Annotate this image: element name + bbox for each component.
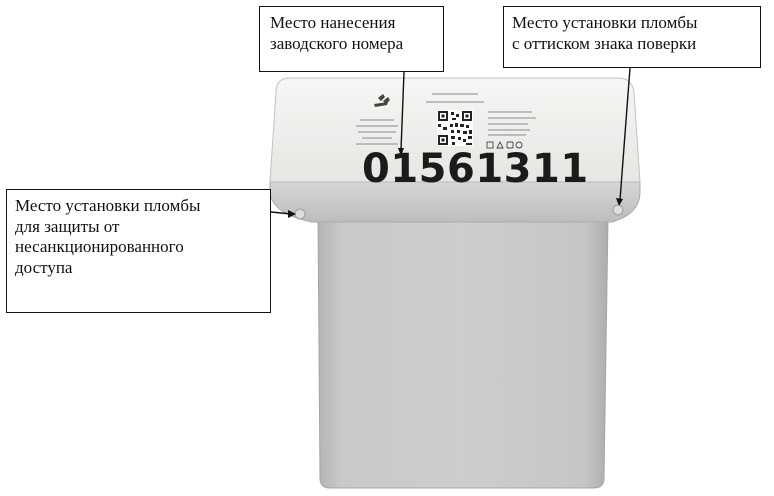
left-seal	[294, 208, 306, 220]
callout-line: заводского номера	[270, 33, 404, 53]
meter-body	[317, 217, 609, 489]
right-seal	[612, 204, 624, 216]
callout-line: с оттиском знака поверки	[512, 33, 697, 53]
serial-number: 01561311	[362, 146, 589, 192]
meter-shoulder	[269, 181, 641, 223]
qr-code-icon	[437, 110, 473, 146]
callout-line: Место нанесения	[270, 13, 396, 32]
serial-number-location-callout: Место нанесения заводского номера	[259, 6, 444, 72]
callout-line: доступа	[15, 258, 73, 278]
access-seal-callout: Место установки пломбы для защиты от нес…	[6, 189, 271, 313]
brand-logo-icon	[374, 94, 390, 107]
access-seal-leader-line	[270, 211, 292, 215]
verification-seal-leader-line	[619, 67, 631, 201]
verification-seal-callout: Место установки пломбы с оттиском знака …	[503, 6, 761, 68]
callout-line: Место установки пломбы	[15, 196, 201, 215]
callout-line: для защиты от	[15, 216, 120, 236]
callout-line: Место установки пломбы	[512, 13, 698, 32]
callout-line: несанкционированного	[15, 237, 184, 257]
certification-marks-icon	[486, 140, 523, 149]
label-fine-print	[356, 93, 536, 145]
serial-number-leader-line	[400, 71, 405, 151]
